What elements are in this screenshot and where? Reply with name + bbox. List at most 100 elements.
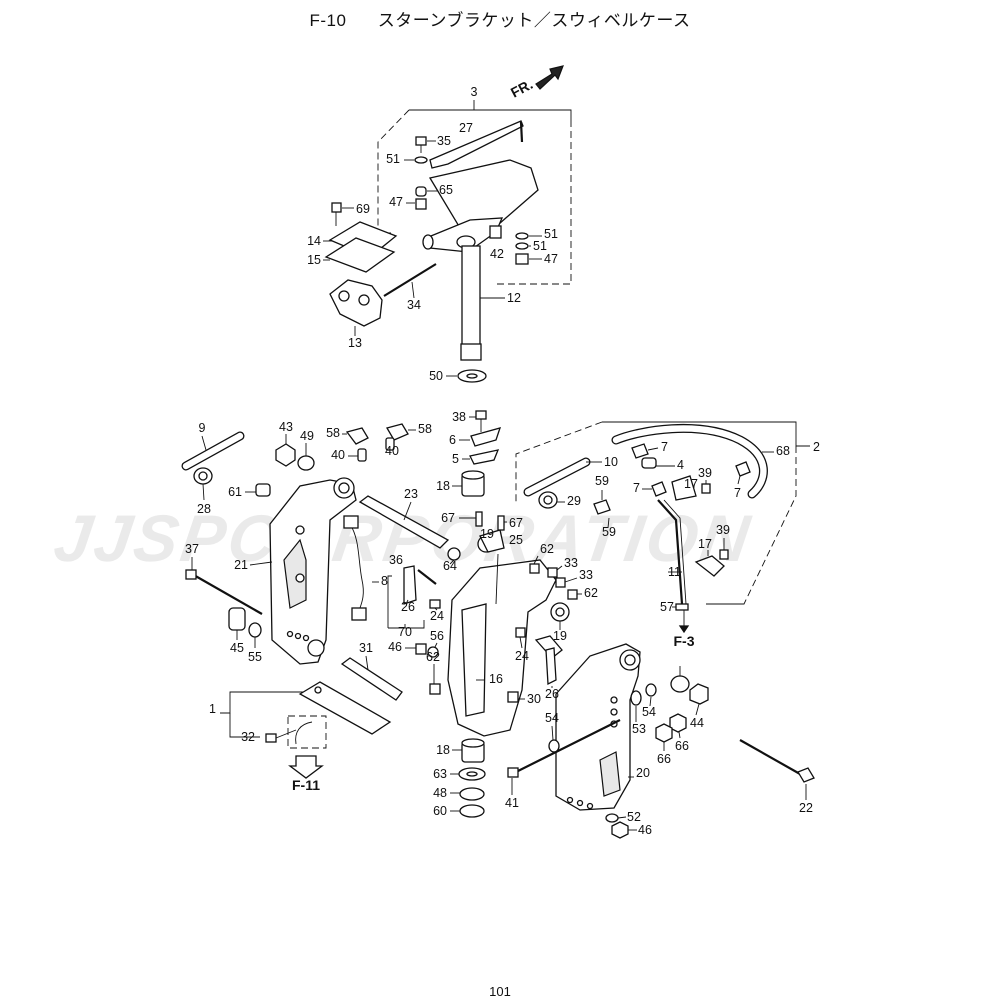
front-direction-arrow: FR.	[508, 65, 564, 101]
callout-42: 42	[490, 247, 504, 261]
callout-19: 19	[480, 527, 494, 541]
callout-66: 66	[675, 739, 689, 753]
callout-67: 67	[441, 511, 455, 525]
callout-65: 65	[439, 183, 453, 197]
callout-63: 63	[433, 767, 447, 781]
callout-21: 21	[234, 558, 248, 572]
callout-62: 62	[426, 650, 440, 664]
callout-53: 53	[632, 722, 646, 736]
group-box-3	[377, 100, 572, 285]
callout-61: 61	[228, 485, 242, 499]
ref-f11: F-11	[292, 777, 320, 793]
callout-49: 49	[300, 429, 314, 443]
callout-70: 70	[398, 625, 412, 639]
callout-64: 64	[443, 559, 457, 573]
stern-bracket-left	[185, 477, 450, 701]
callout-18: 18	[436, 479, 450, 493]
callout-12: 12	[507, 291, 521, 305]
callout-10: 10	[604, 455, 618, 469]
callout-18: 18	[436, 743, 450, 757]
callout-40: 40	[385, 444, 399, 458]
callout-14: 14	[307, 234, 321, 248]
callout-35: 35	[437, 134, 451, 148]
callout-36: 36	[389, 553, 403, 567]
callout-29: 29	[567, 494, 581, 508]
callout-62: 62	[584, 586, 598, 600]
group-box-1: F-11	[220, 681, 392, 793]
callout-54: 54	[642, 705, 656, 719]
callout-1: 1	[209, 702, 216, 716]
callout-3: 3	[471, 85, 478, 99]
callout-28: 28	[197, 502, 211, 516]
callout-2: 2	[813, 440, 820, 454]
figure-code: F-10	[309, 11, 347, 30]
callout-37: 37	[185, 542, 199, 556]
callout-5: 5	[452, 452, 459, 466]
callout-7: 7	[633, 481, 640, 495]
callout-33: 33	[579, 568, 593, 582]
callout-40: 40	[331, 448, 345, 462]
callout-51: 51	[533, 239, 547, 253]
callout-50: 50	[429, 369, 443, 383]
callout-33: 33	[564, 556, 578, 570]
callout-47: 47	[544, 252, 558, 266]
figure-name: スターンブラケット／スウィベルケース	[377, 11, 691, 30]
callout-7: 7	[661, 440, 668, 454]
callout-19: 19	[553, 629, 567, 643]
callout-46: 46	[388, 640, 402, 654]
callout-68: 68	[776, 444, 790, 458]
callout-69: 69	[356, 202, 370, 216]
lower-column-parts	[450, 738, 486, 818]
callout-56: 56	[430, 629, 444, 643]
callout-52: 52	[627, 810, 641, 824]
callout-62: 62	[540, 542, 554, 556]
front-direction-label: FR.	[508, 76, 535, 101]
callout-4: 4	[677, 458, 684, 472]
group-box-2: F-3	[515, 421, 810, 649]
callout-43: 43	[279, 420, 293, 434]
callout-54: 54	[545, 711, 559, 725]
ref-f3: F-3	[674, 633, 695, 649]
callout-26: 26	[401, 600, 415, 614]
callout-30: 30	[527, 692, 541, 706]
callout-44: 44	[690, 716, 704, 730]
stern-bracket-right	[507, 643, 815, 839]
callout-24: 24	[430, 609, 444, 623]
callout-15: 15	[307, 253, 321, 267]
callout-11: 11	[668, 565, 681, 579]
callout-66: 66	[657, 752, 671, 766]
callout-59: 59	[602, 525, 616, 539]
callout-26: 26	[545, 687, 559, 701]
swivel-case	[387, 511, 582, 737]
callout-48: 48	[433, 786, 447, 800]
cover-and-block-parts	[323, 202, 437, 336]
callout-55: 55	[248, 650, 262, 664]
callout-17: 17	[684, 477, 698, 491]
callout-13: 13	[348, 336, 362, 350]
left-small-parts	[181, 423, 416, 501]
callout-31: 31	[359, 641, 373, 655]
callout-23: 23	[404, 487, 418, 501]
callout-24: 24	[515, 649, 529, 663]
page-number: 101	[489, 984, 511, 999]
callout-22: 22	[799, 801, 813, 815]
center-column-parts	[446, 369, 502, 497]
callout-9: 9	[199, 421, 206, 435]
callout-41: 41	[505, 796, 519, 810]
tiller-bracket-parts	[404, 120, 542, 361]
callout-34: 34	[407, 298, 421, 312]
callout-58: 58	[418, 422, 432, 436]
callout-8: 8	[381, 574, 388, 588]
diagram-title: F-10 スターンブラケット／スウィベルケース	[0, 6, 1000, 31]
callout-58: 58	[326, 426, 340, 440]
callout-17: 17	[698, 537, 712, 551]
callout-59: 59	[595, 474, 609, 488]
callout-16: 16	[489, 672, 503, 686]
callout-51: 51	[386, 152, 400, 166]
callout-20: 20	[636, 766, 650, 780]
callout-27: 27	[459, 121, 473, 135]
callout-45: 45	[230, 641, 244, 655]
callout-32: 32	[241, 730, 255, 744]
